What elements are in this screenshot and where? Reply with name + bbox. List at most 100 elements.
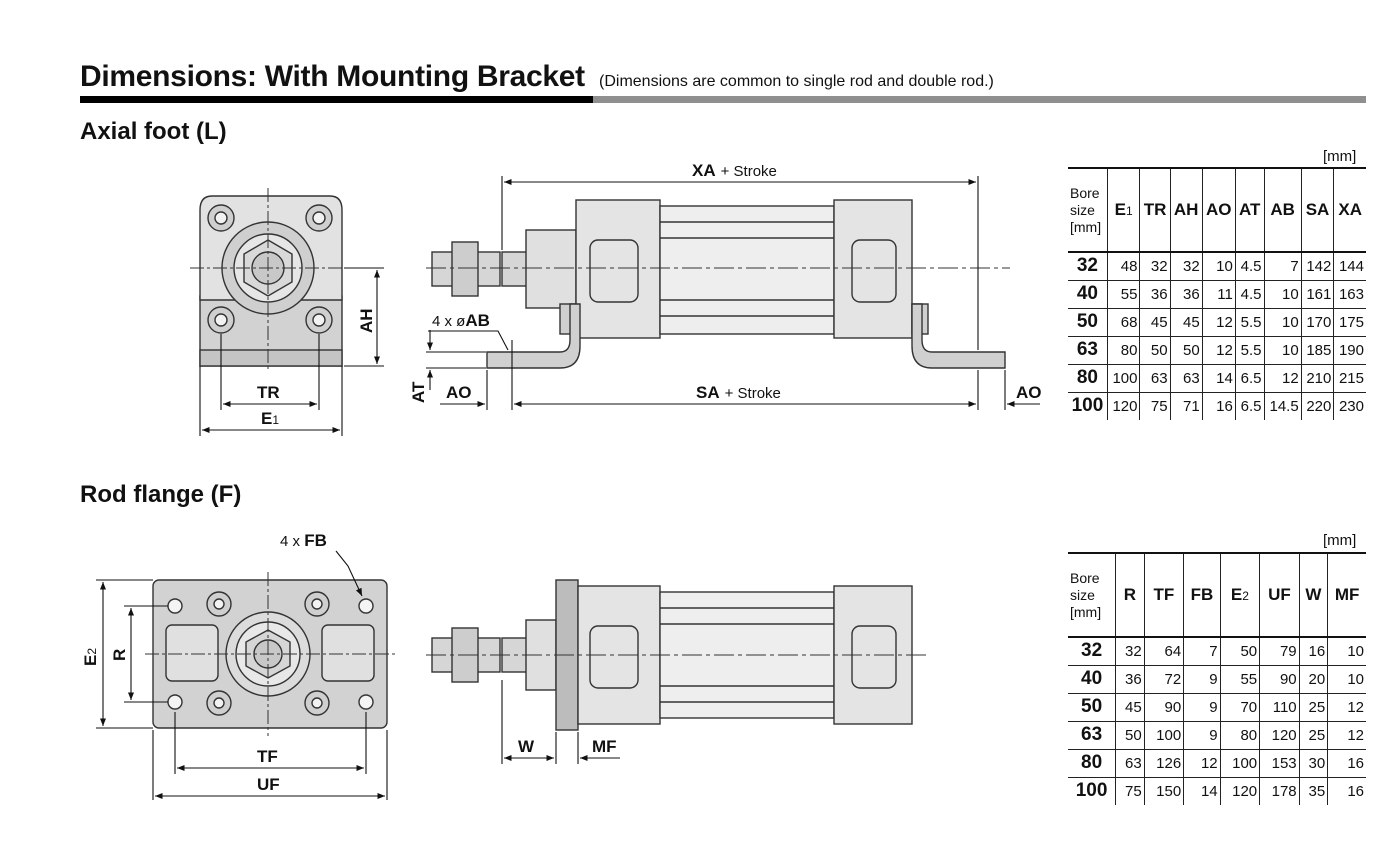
- table-cell: 7: [1263, 251, 1302, 281]
- bore-header-line: size: [1070, 201, 1095, 218]
- table-cell: 14.5: [1263, 391, 1302, 420]
- dim-label-e1: E: [261, 409, 272, 428]
- svg-text:SA+ Stroke: SA+ Stroke: [696, 383, 781, 402]
- bore-size-cell: 100: [1068, 391, 1108, 420]
- table-cell: 70: [1219, 692, 1261, 722]
- table-cell: 25: [1298, 692, 1329, 722]
- table-cell: 142: [1300, 251, 1335, 281]
- column-header: TR: [1139, 167, 1171, 253]
- table-cell: 4.5: [1234, 279, 1265, 309]
- table-cell: 9: [1183, 720, 1221, 750]
- unit-label-flange: [mm]: [1323, 532, 1357, 549]
- dim-label-r: R: [110, 649, 129, 661]
- dim-label-ab: AB: [465, 311, 490, 330]
- bore-size-cell: 63: [1068, 720, 1117, 750]
- table-cell: 100: [1219, 748, 1261, 778]
- table-cell: 220: [1300, 391, 1335, 420]
- table-cell: 35: [1298, 776, 1329, 805]
- unit-label-axial: [mm]: [1323, 148, 1357, 165]
- table-cell: 32: [1115, 636, 1145, 666]
- table-cell: 25: [1298, 720, 1329, 750]
- table-cell: 153: [1259, 748, 1300, 778]
- dim-label-at: AT: [409, 381, 428, 403]
- dim-label-tr: TR: [257, 383, 280, 402]
- table-cell: 12: [1201, 307, 1236, 337]
- svg-text:E2: E2: [81, 648, 100, 666]
- table-cell: 11: [1201, 279, 1236, 309]
- table-cell: 4.5: [1234, 251, 1265, 281]
- column-header: UF: [1259, 552, 1300, 638]
- table-cell: 5.5: [1234, 307, 1265, 337]
- column-header: SA: [1300, 167, 1335, 253]
- table-cell: 32: [1139, 251, 1171, 281]
- table-cell: 68: [1106, 307, 1141, 337]
- flange-front-view-drawing: [145, 572, 395, 736]
- bore-size-cell: 63: [1068, 335, 1108, 365]
- table-cell: 16: [1201, 391, 1236, 420]
- table-cell: 90: [1143, 692, 1185, 722]
- table-cell: 75: [1115, 776, 1145, 805]
- table-cell: 63: [1169, 363, 1203, 393]
- table-cell: 16: [1327, 748, 1366, 778]
- flange-front-view-dimensions: [96, 550, 388, 800]
- table-cell: 80: [1219, 720, 1261, 750]
- bore-header-line: [mm]: [1070, 603, 1102, 620]
- column-header: E2: [1219, 552, 1261, 638]
- bore-size-cell: 100: [1068, 776, 1117, 805]
- flange-side-view-dimensions: [501, 680, 620, 764]
- flange-side-view-drawing: [426, 579, 930, 731]
- table-cell: 63: [1139, 363, 1171, 393]
- table-cell: 5.5: [1234, 335, 1265, 365]
- svg-text:XA+ Stroke: XA+ Stroke: [692, 161, 777, 180]
- table-cell: 6.5: [1234, 391, 1265, 420]
- dim-label-w: W: [518, 737, 535, 756]
- table-cell: 45: [1115, 692, 1145, 722]
- bore-size-cell: 80: [1068, 363, 1108, 393]
- table-cell: 50: [1139, 335, 1171, 365]
- table-cell: 14: [1201, 363, 1236, 393]
- table-cell: 144: [1333, 251, 1366, 281]
- table-cell: 12: [1263, 363, 1302, 393]
- bore-size-cell: 80: [1068, 748, 1117, 778]
- table-cell: 9: [1183, 692, 1221, 722]
- table-cell: 75: [1139, 391, 1171, 420]
- dim-label-e2: E: [81, 655, 100, 666]
- table-cell: 71: [1169, 391, 1203, 420]
- axial-end-view-dimensions: [199, 267, 384, 436]
- dim-label-sa: SA: [696, 383, 720, 402]
- section-title-rod-flange: Rod flange (F): [80, 481, 242, 508]
- dim-label-ao-left: AO: [446, 383, 472, 402]
- bore-size-cell: 40: [1068, 664, 1117, 694]
- table-cell: 120: [1106, 391, 1141, 420]
- table-cell: 170: [1300, 307, 1335, 337]
- table-cell: 163: [1333, 279, 1366, 309]
- column-header: AB: [1263, 167, 1302, 253]
- title-underline-gray: [593, 96, 1366, 103]
- dim-label-mf: MF: [592, 737, 617, 756]
- title-underline-dark: [80, 96, 593, 103]
- table-cell: 9: [1183, 664, 1221, 694]
- dim-label-ao-right: AO: [1016, 383, 1042, 402]
- table-cell: 10: [1201, 251, 1236, 281]
- table-cell: 120: [1259, 720, 1300, 750]
- table-cell: 36: [1139, 279, 1171, 309]
- table-cell: 185: [1300, 335, 1335, 365]
- dim-label-xa-suffix: + Stroke: [721, 163, 777, 180]
- table-cell: 36: [1115, 664, 1145, 694]
- table-cell: 55: [1219, 664, 1261, 694]
- bore-size-cell: 50: [1068, 692, 1117, 722]
- table-cell: 63: [1115, 748, 1145, 778]
- table-cell: 12: [1201, 335, 1236, 365]
- table-cell: 10: [1263, 307, 1302, 337]
- bore-size-cell: 32: [1068, 251, 1108, 281]
- bore-header-line: size: [1070, 586, 1095, 603]
